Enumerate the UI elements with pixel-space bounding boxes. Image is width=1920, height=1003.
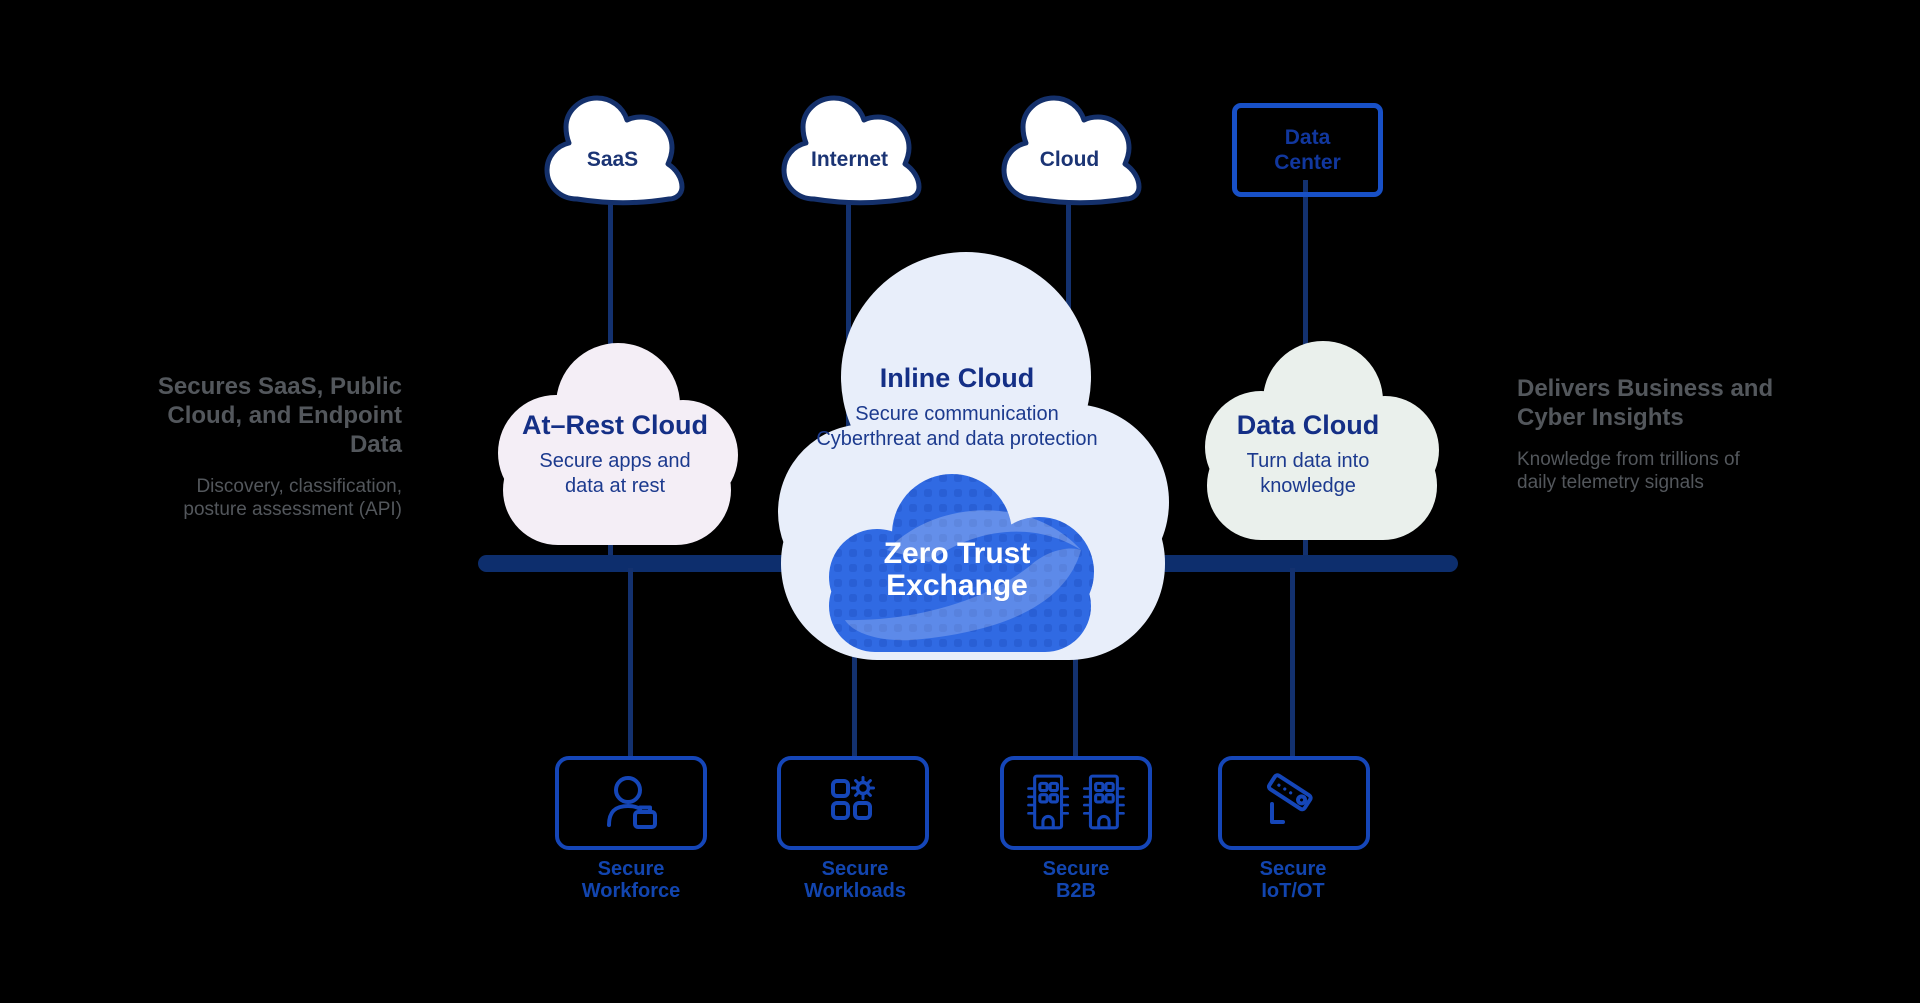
left-note-b1: Discovery, classification, xyxy=(196,476,402,497)
secure-b2b-node xyxy=(1000,756,1152,850)
data-center-label: Data Center xyxy=(1274,125,1341,175)
inline-subtitle: Secure communication Cyberthreat and dat… xyxy=(767,402,1147,452)
b2b-label-line2: B2B xyxy=(1055,880,1096,902)
at-rest-sub2: data at rest xyxy=(564,475,666,497)
data-center-line2: Center xyxy=(1274,151,1341,174)
workloads-label-line1: Secure xyxy=(821,858,889,880)
apps-gear-icon xyxy=(831,776,875,820)
iot-label-line2: IoT/OT xyxy=(1261,880,1325,902)
security-camera-icon xyxy=(1266,773,1313,824)
cloud-cloud-node: Cloud xyxy=(997,95,1142,207)
saas-label: SaaS xyxy=(586,147,639,171)
right-note-b2: daily telemetry signals xyxy=(1517,472,1704,493)
at-rest-cloud-shape xyxy=(498,343,738,545)
inline-sub2: Cyberthreat and data protection xyxy=(816,428,1098,450)
left-note-b2: posture assessment (API) xyxy=(183,499,402,520)
secure-workforce-label: Secure Workforce xyxy=(521,858,741,902)
zte-line1: Zero Trust xyxy=(883,537,1031,570)
workforce-label-line1: Secure xyxy=(597,858,665,880)
b2b-label-line1: Secure xyxy=(1042,858,1110,880)
internet-cloud-node: Internet xyxy=(777,95,922,207)
at-rest-sub1: Secure apps and xyxy=(539,450,691,472)
secure-iot-node xyxy=(1218,756,1370,850)
data-cloud-sub2: knowledge xyxy=(1260,475,1356,497)
secure-workloads-node xyxy=(777,756,929,850)
data-cloud-title: Data Cloud xyxy=(1236,410,1380,440)
zero-trust-exchange-cloud xyxy=(817,472,1102,652)
zscaler-swoosh-lower xyxy=(845,548,1081,641)
right-note-heading: Delivers Business and Cyber Insights xyxy=(1517,374,1817,432)
inline-title: Inline Cloud xyxy=(879,363,1035,393)
right-side-note: Delivers Business and Cyber Insights Kno… xyxy=(1517,374,1817,494)
cloud-icon xyxy=(544,95,685,206)
internet-label: Internet xyxy=(810,147,888,171)
left-note-heading: Secures SaaS, Public Cloud, and Endpoint… xyxy=(110,372,402,459)
data-cloud-shape xyxy=(1205,341,1439,540)
zte-line2: Exchange xyxy=(886,569,1028,602)
data-cloud-subtitle: Turn data into knowledge xyxy=(1178,449,1438,499)
connector-iot xyxy=(1290,568,1295,758)
connector-workforce xyxy=(628,568,633,758)
left-note-h2: Cloud, and Endpoint Data xyxy=(167,402,402,458)
person-badge-icon xyxy=(607,776,657,829)
at-rest-cloud-node xyxy=(478,335,753,545)
left-note-body: Discovery, classification, posture asses… xyxy=(110,475,402,521)
right-note-body: Knowledge from trillions of daily teleme… xyxy=(1517,448,1817,494)
zscaler-swoosh-upper xyxy=(887,510,1081,562)
right-note-b1: Knowledge from trillions of xyxy=(1517,449,1740,470)
left-side-note: Secures SaaS, Public Cloud, and Endpoint… xyxy=(110,372,402,521)
inline-cloud-text: Inline Cloud Secure communication Cybert… xyxy=(767,363,1147,452)
data-center-node: Data Center xyxy=(1232,103,1383,197)
right-note-h2: Cyber Insights xyxy=(1517,404,1684,431)
data-center-line1: Data xyxy=(1284,126,1331,149)
data-cloud-text: Data Cloud Turn data into knowledge xyxy=(1178,410,1438,499)
secure-iot-label: Secure IoT/OT xyxy=(1183,858,1403,902)
cloud-icon xyxy=(781,95,922,206)
connector-workloads xyxy=(852,568,857,758)
workforce-label-line2: Workforce xyxy=(581,880,681,902)
cloud-icon xyxy=(1001,95,1142,206)
secure-workforce-node xyxy=(555,756,707,850)
b2b-buildings-icon xyxy=(1027,774,1125,830)
right-note-h1: Delivers Business and xyxy=(1517,375,1774,402)
iot-label-line1: Secure xyxy=(1259,858,1327,880)
connector-b2b xyxy=(1073,568,1078,758)
secure-workloads-label: Secure Workloads xyxy=(745,858,965,902)
secure-b2b-label: Secure B2B xyxy=(966,858,1186,902)
data-cloud-node xyxy=(1185,335,1457,540)
zero-trust-exchange-shape xyxy=(829,474,1094,652)
at-rest-subtitle: Secure apps and data at rest xyxy=(485,449,745,499)
zero-trust-exchange-label: Zero Trust Exchange xyxy=(884,538,1031,602)
saas-cloud-node: SaaS xyxy=(540,95,685,207)
at-rest-cloud-text: At–Rest Cloud Secure apps and data at re… xyxy=(485,410,745,499)
left-note-h1: Secures SaaS, Public xyxy=(157,373,402,400)
inline-sub1: Secure communication xyxy=(855,403,1059,425)
workloads-label-line2: Workloads xyxy=(804,880,906,902)
at-rest-title: At–Rest Cloud xyxy=(521,410,708,440)
cloud-label: Cloud xyxy=(1039,147,1100,171)
data-cloud-sub1: Turn data into xyxy=(1246,450,1370,472)
